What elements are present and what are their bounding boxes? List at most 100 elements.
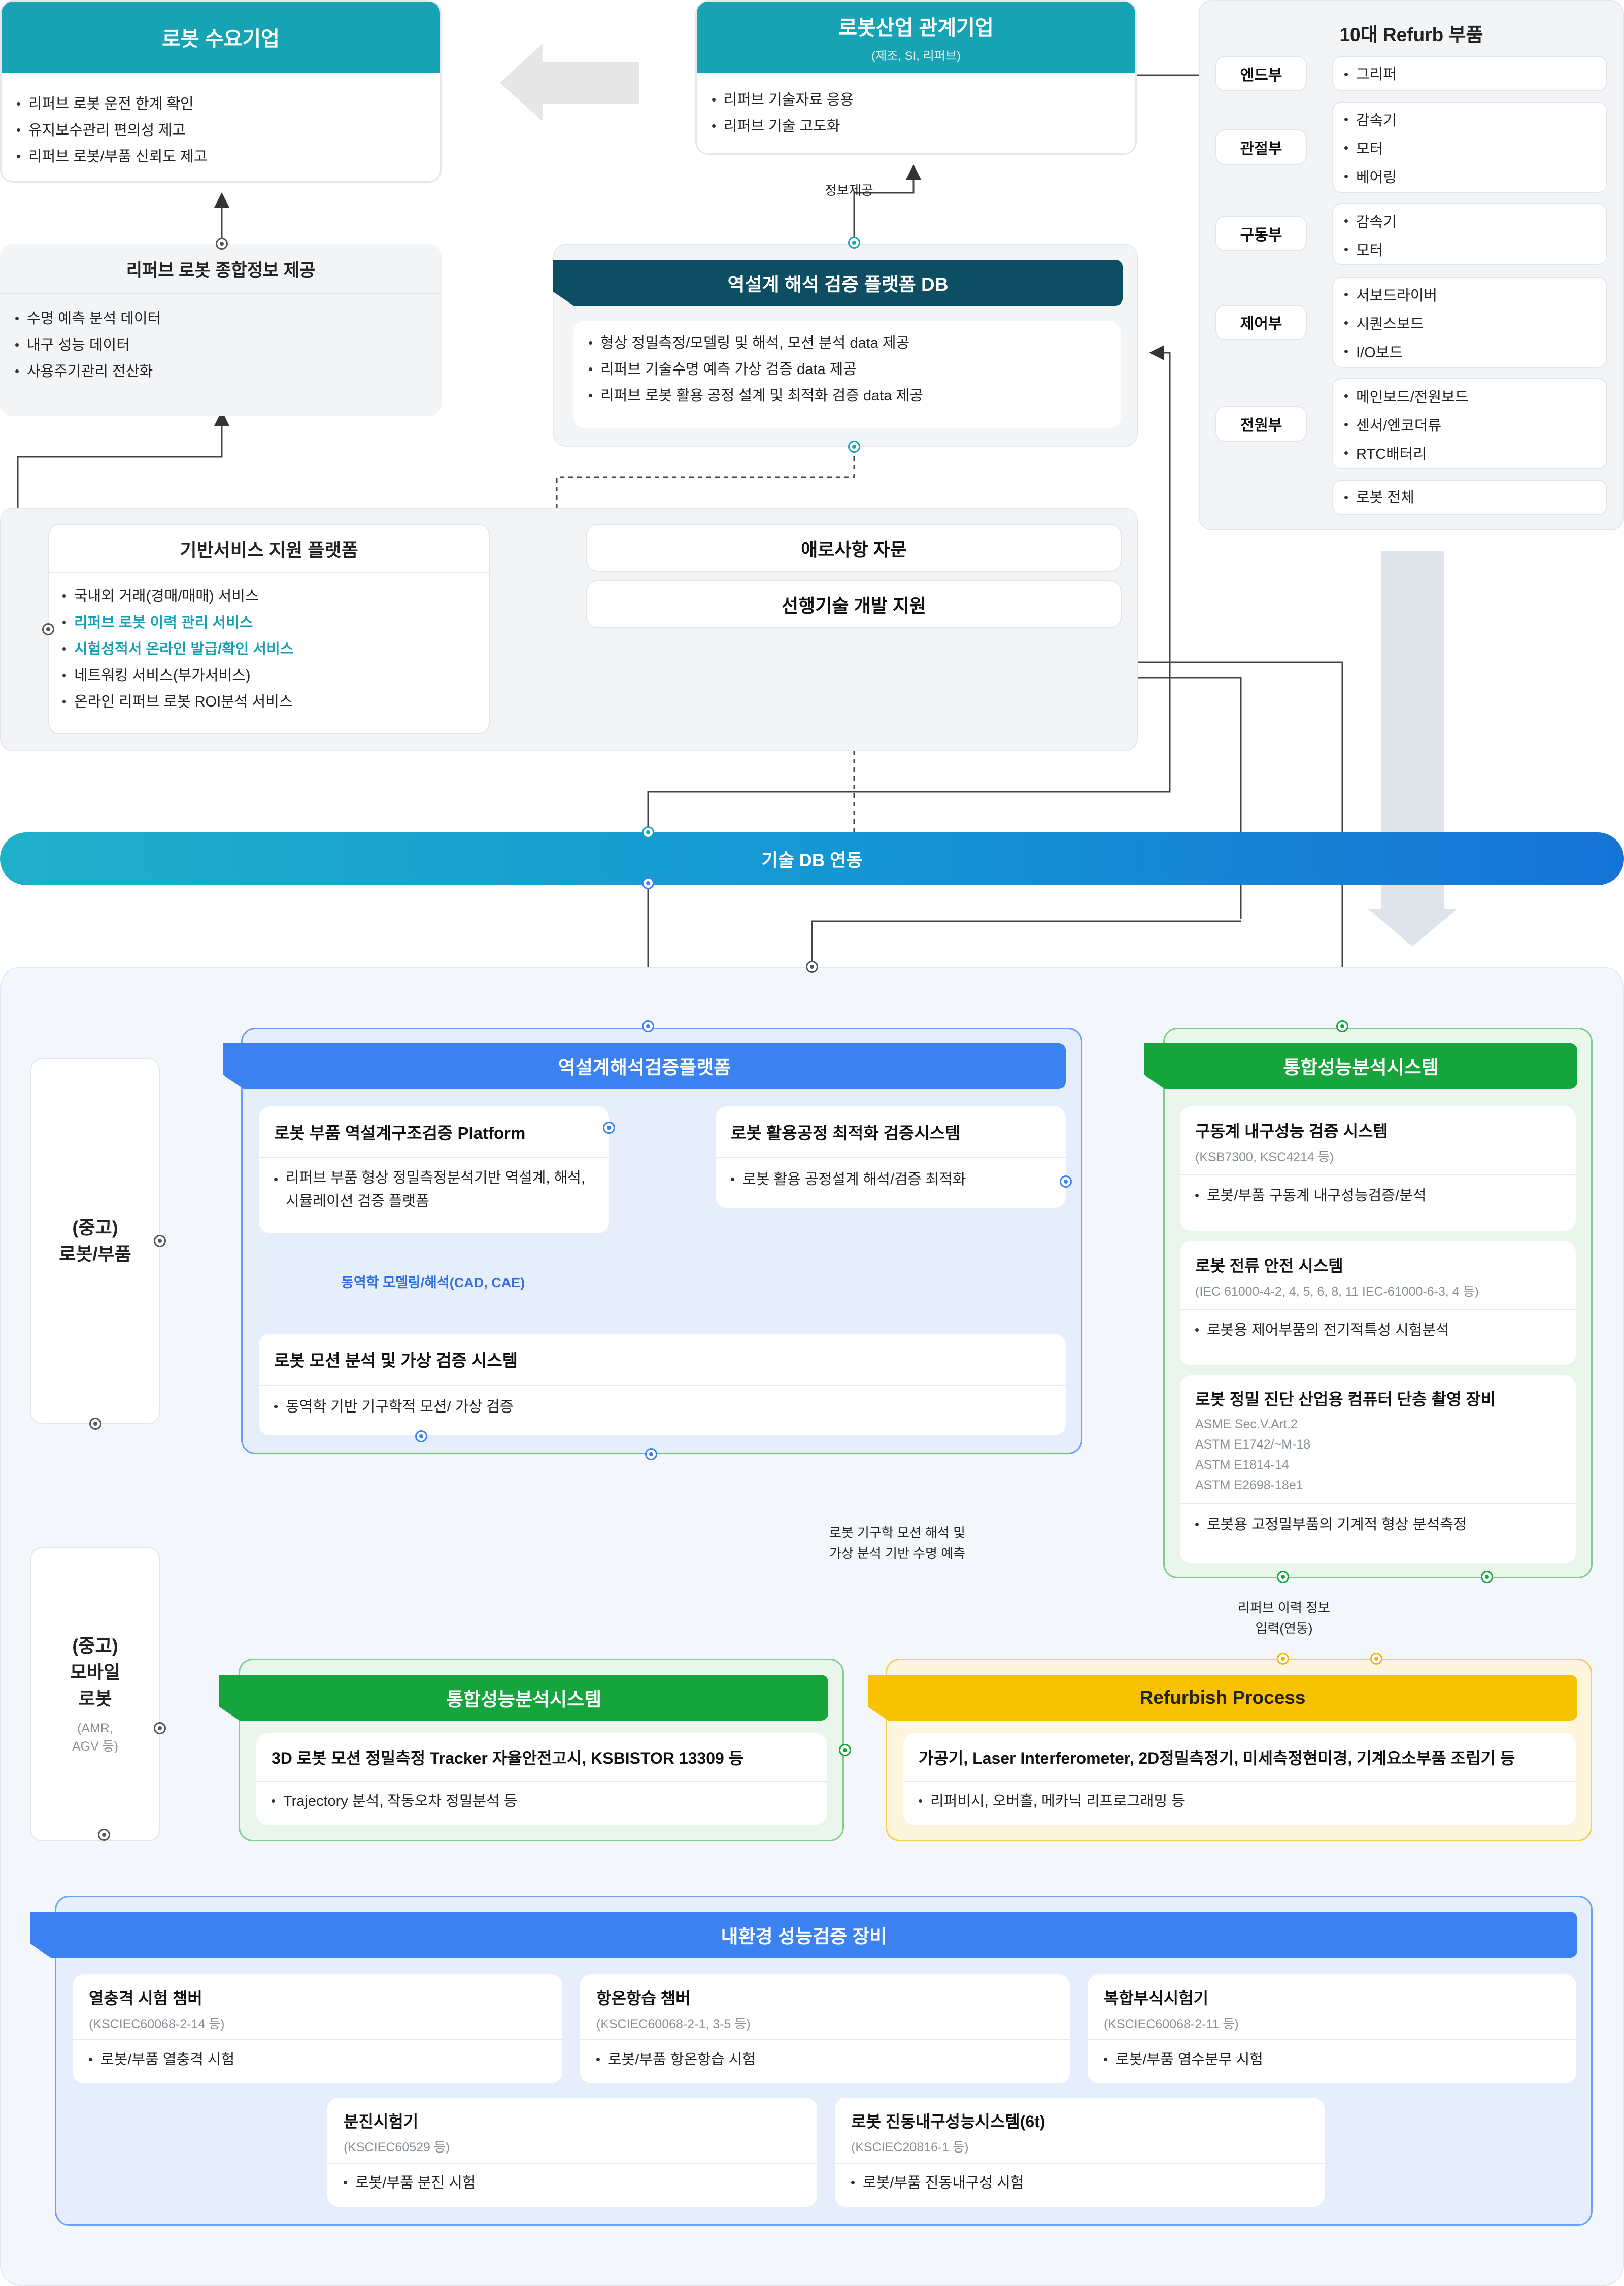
integ-c-sub: ASTM E1742/~M-18	[1195, 1437, 1311, 1452]
connector-dot	[1481, 1571, 1493, 1583]
industry-subtitle: (제조, SI, 리퍼브)	[871, 49, 961, 63]
integ-b-title: 로봇 전류 안전 시스템	[1195, 1257, 1343, 1275]
connector-dot	[642, 826, 654, 838]
env-card-sub: (KSCIEC60068-2-14 등)	[89, 2017, 225, 2031]
demand-item: 유지보수관리 편의성 제고	[17, 117, 425, 144]
connector-dot	[839, 1744, 851, 1756]
connector-dot	[216, 238, 228, 250]
env-card: 분진시험기(KSCIEC60529 등) 로봇/부품 분진 시험	[327, 2098, 817, 2207]
connector-dot	[848, 441, 860, 453]
base-service-title: 기반서비스 지원 플랫폼	[49, 525, 489, 573]
info-provide-label: 정보제공	[825, 183, 873, 198]
integ-c-sub: ASTM E2698-18e1	[1195, 1478, 1303, 1492]
integ-c-card: 로봇 정밀 진단 산업용 컴퓨터 단층 촬영 장비 ASME Sec.V.Art…	[1180, 1375, 1576, 1563]
industry-item: 리퍼브 기술 고도화	[712, 113, 1120, 140]
used-robot-box: (중고) 로봇/부품	[30, 1058, 160, 1424]
integ-b-card: 로봇 전류 안전 시스템 (IEC 61000-4-2, 4, 5, 6, 8,…	[1180, 1241, 1576, 1365]
env-card: 항온항습 챔버 (KSCIEC60068-2-1, 3-5 등) 로봇/부품 항온…	[580, 1974, 1070, 2083]
refurb-item: 리퍼비시, 오버홀, 메카닉 리프로그래밍 등	[919, 1788, 1561, 1814]
revplat-title: 역설계해석검증플랫폼	[223, 1043, 1066, 1089]
connector-dot	[415, 1430, 427, 1442]
env-title: 내환경 성능검증 장비	[30, 1912, 1577, 1958]
demand-item: 리퍼브 로봇/부품 신뢰도 제고	[17, 144, 425, 170]
connector-dot	[42, 623, 54, 635]
industry-item: 리퍼브 기술자료 응용	[712, 87, 1120, 113]
env-card-title: 분진시험기	[344, 2112, 419, 2131]
env-card-item: 로봇/부품 염수분무 시험	[1104, 2046, 1560, 2073]
revplat-a-item: 리퍼브 부품 형상 정밀측정분석기반 역설계, 해석, 시뮬레이션 검증 플랫폼	[274, 1166, 594, 1213]
base-service-card: 기반서비스 지원 플랫폼 국내외 거래(경매/매매) 서비스 리퍼브 로봇 이력…	[48, 524, 490, 734]
industry-title: 로봇산업 관계기업	[838, 16, 994, 39]
integ-c-sub: ASME Sec.V.Art.2	[1195, 1417, 1298, 1431]
motion-note-line: 가상 분석 기반 수명 예측	[829, 1545, 966, 1561]
connector-dot	[642, 1020, 654, 1032]
demand-item: 리퍼브 로봇 운전 한계 확인	[17, 91, 425, 117]
env-card: 복합부식시험기(KSCIEC60068-2-11 등) 로봇/부품 염수분무 시…	[1088, 1974, 1576, 2083]
env-card-sub: (KSCIEC20816-1 등)	[851, 2140, 969, 2155]
mobile-robot-box: (중고) 모바일 로봇 (AMR, AGV 등)	[30, 1547, 160, 1841]
env-card-item: 로봇/부품 분진 시험	[344, 2170, 801, 2196]
info-item: 내구 성능 데이터	[15, 332, 426, 358]
refurb-title: Refurbish Process	[868, 1675, 1577, 1721]
env-card: 로봇 진동내구성능시스템(6t)(KSCIEC20816-1 등) 로봇/부품 …	[835, 2098, 1325, 2207]
connector-dot	[154, 1235, 166, 1247]
base-item: 온라인 리퍼브 로봇 ROI분석 서비스	[62, 689, 476, 715]
connector-dot	[1277, 1571, 1289, 1583]
env-card-title: 복합부식시험기	[1104, 1989, 1209, 2007]
integ-a-card: 구동계 내구성능 검증 시스템 (KSB7300, KSC4214 등) 로봇/…	[1180, 1106, 1576, 1231]
base-item: 네트워킹 서비스(부가서비스)	[62, 662, 476, 689]
revdb-card: 형상 정밀측정/모델링 및 해석, 모션 분석 data 제공 리퍼브 기술수명…	[573, 321, 1121, 428]
industry-panel: 로봇산업 관계기업 (제조, SI, 리퍼브) 리퍼브 기술자료 응용 리퍼브 …	[695, 0, 1137, 155]
env-card-title: 항온항습 챔버	[596, 1989, 691, 2007]
integ2-box-title: 3D 로봇 모션 정밀측정 Tracker 자율안전고시, KSBISTOR 1…	[272, 1749, 744, 1767]
parts-group-end-items: 그리퍼	[1332, 56, 1607, 91]
parts-group-drive: 구동부	[1215, 216, 1307, 251]
info-title: 리퍼브 로봇 종합정보 제공	[0, 244, 442, 294]
mobile-robot-label: (중고)	[72, 1635, 118, 1656]
parts-group-power: 전원부	[1215, 406, 1307, 442]
env-card-sub: (KSCIEC60068-2-1, 3-5 등)	[596, 2017, 751, 2031]
used-robot-label: 로봇/부품	[59, 1243, 131, 1264]
integ-a-title: 구동계 내구성능 검증 시스템	[1195, 1122, 1388, 1140]
revplat-a-card: 로봇 부품 역설계구조검증 Platform 리퍼브 부품 형상 정밀측정분석기…	[259, 1106, 609, 1233]
mobile-robot-note: AGV 등)	[72, 1739, 119, 1754]
connector-dot	[1370, 1653, 1382, 1665]
mobile-robot-label: 모바일	[70, 1662, 121, 1683]
demand-title: 로봇 수요기업	[2, 2, 440, 73]
connector-dot	[806, 961, 818, 973]
integ2-card: 3D 로봇 모션 정밀측정 Tracker 자율안전고시, KSBISTOR 1…	[256, 1733, 827, 1825]
dynamics-label: 동역학 모델링/해석(CAD, CAE)	[341, 1275, 525, 1290]
consult-box: 애로사항 자문	[586, 524, 1122, 572]
mobile-robot-label: 로봇	[78, 1688, 112, 1709]
info-item: 사용주기관리 전산화	[15, 358, 426, 385]
integ-c-title: 로봇 정밀 진단 산업용 컴퓨터 단층 촬영 장비	[1195, 1390, 1496, 1408]
integ-title: 통합성능분석시스템	[1144, 1043, 1577, 1089]
env-card-item: 로봇/부품 진동내구성 시험	[851, 2170, 1308, 2196]
motion-note: 로봇 기구학 모션 해석 및 가상 분석 기반 수명 예측	[811, 1523, 984, 1563]
env-card-item: 로봇/부품 항온항습 시험	[596, 2046, 1054, 2073]
revplat-c-item: 동역학 기반 기구학적 모션/ 가상 검증	[274, 1394, 1051, 1420]
connector-dot	[89, 1418, 101, 1430]
parts-group-control-items: 서보드라이버 시퀀스보드 I/O보드	[1332, 277, 1607, 368]
connector-dot	[1336, 1020, 1348, 1032]
info-panel: 리퍼브 로봇 종합정보 제공 수명 예측 분석 데이터 내구 성능 데이터 사용…	[0, 244, 442, 416]
mobile-robot-note: (AMR,	[77, 1721, 113, 1735]
env-card-title: 열충격 시험 챔버	[89, 1989, 202, 2007]
connector-dot	[642, 877, 654, 889]
connector-dot	[1277, 1653, 1289, 1665]
refurb-box-title: 가공기, Laser Interferometer, 2D정밀측정기, 미세측정…	[919, 1749, 1515, 1767]
tech-db-bar: 기술 DB 연동	[0, 832, 1624, 885]
motion-note-line: 로봇 기구학 모션 해석 및	[829, 1525, 966, 1540]
parts-group-control: 제어부	[1215, 305, 1307, 340]
integ-c-item: 로봇용 고정밀부품의 기계적 형상 분석측정	[1195, 1511, 1561, 1538]
connector-dot	[1060, 1175, 1072, 1188]
info-item: 수명 예측 분석 데이터	[15, 306, 426, 332]
revdb-item: 리퍼브 로봇 활용 공정 설계 및 최적화 검증 data 제공	[589, 383, 1105, 409]
integ2-title: 통합성능분석시스템	[219, 1675, 828, 1721]
base-item-highlight: 시험성적서 온라인 발급/확인 서비스	[62, 636, 476, 662]
history-note-line: 리퍼브 이력 정보	[1238, 1600, 1330, 1616]
connector-dot	[98, 1829, 110, 1841]
parts-title: 10대 Refurb 부품	[1339, 24, 1483, 45]
integ-a-sub: (KSB7300, KSC4214 등)	[1195, 1150, 1334, 1164]
revdb-item: 형상 정밀측정/모델링 및 해석, 모션 분석 data 제공	[589, 330, 1105, 356]
